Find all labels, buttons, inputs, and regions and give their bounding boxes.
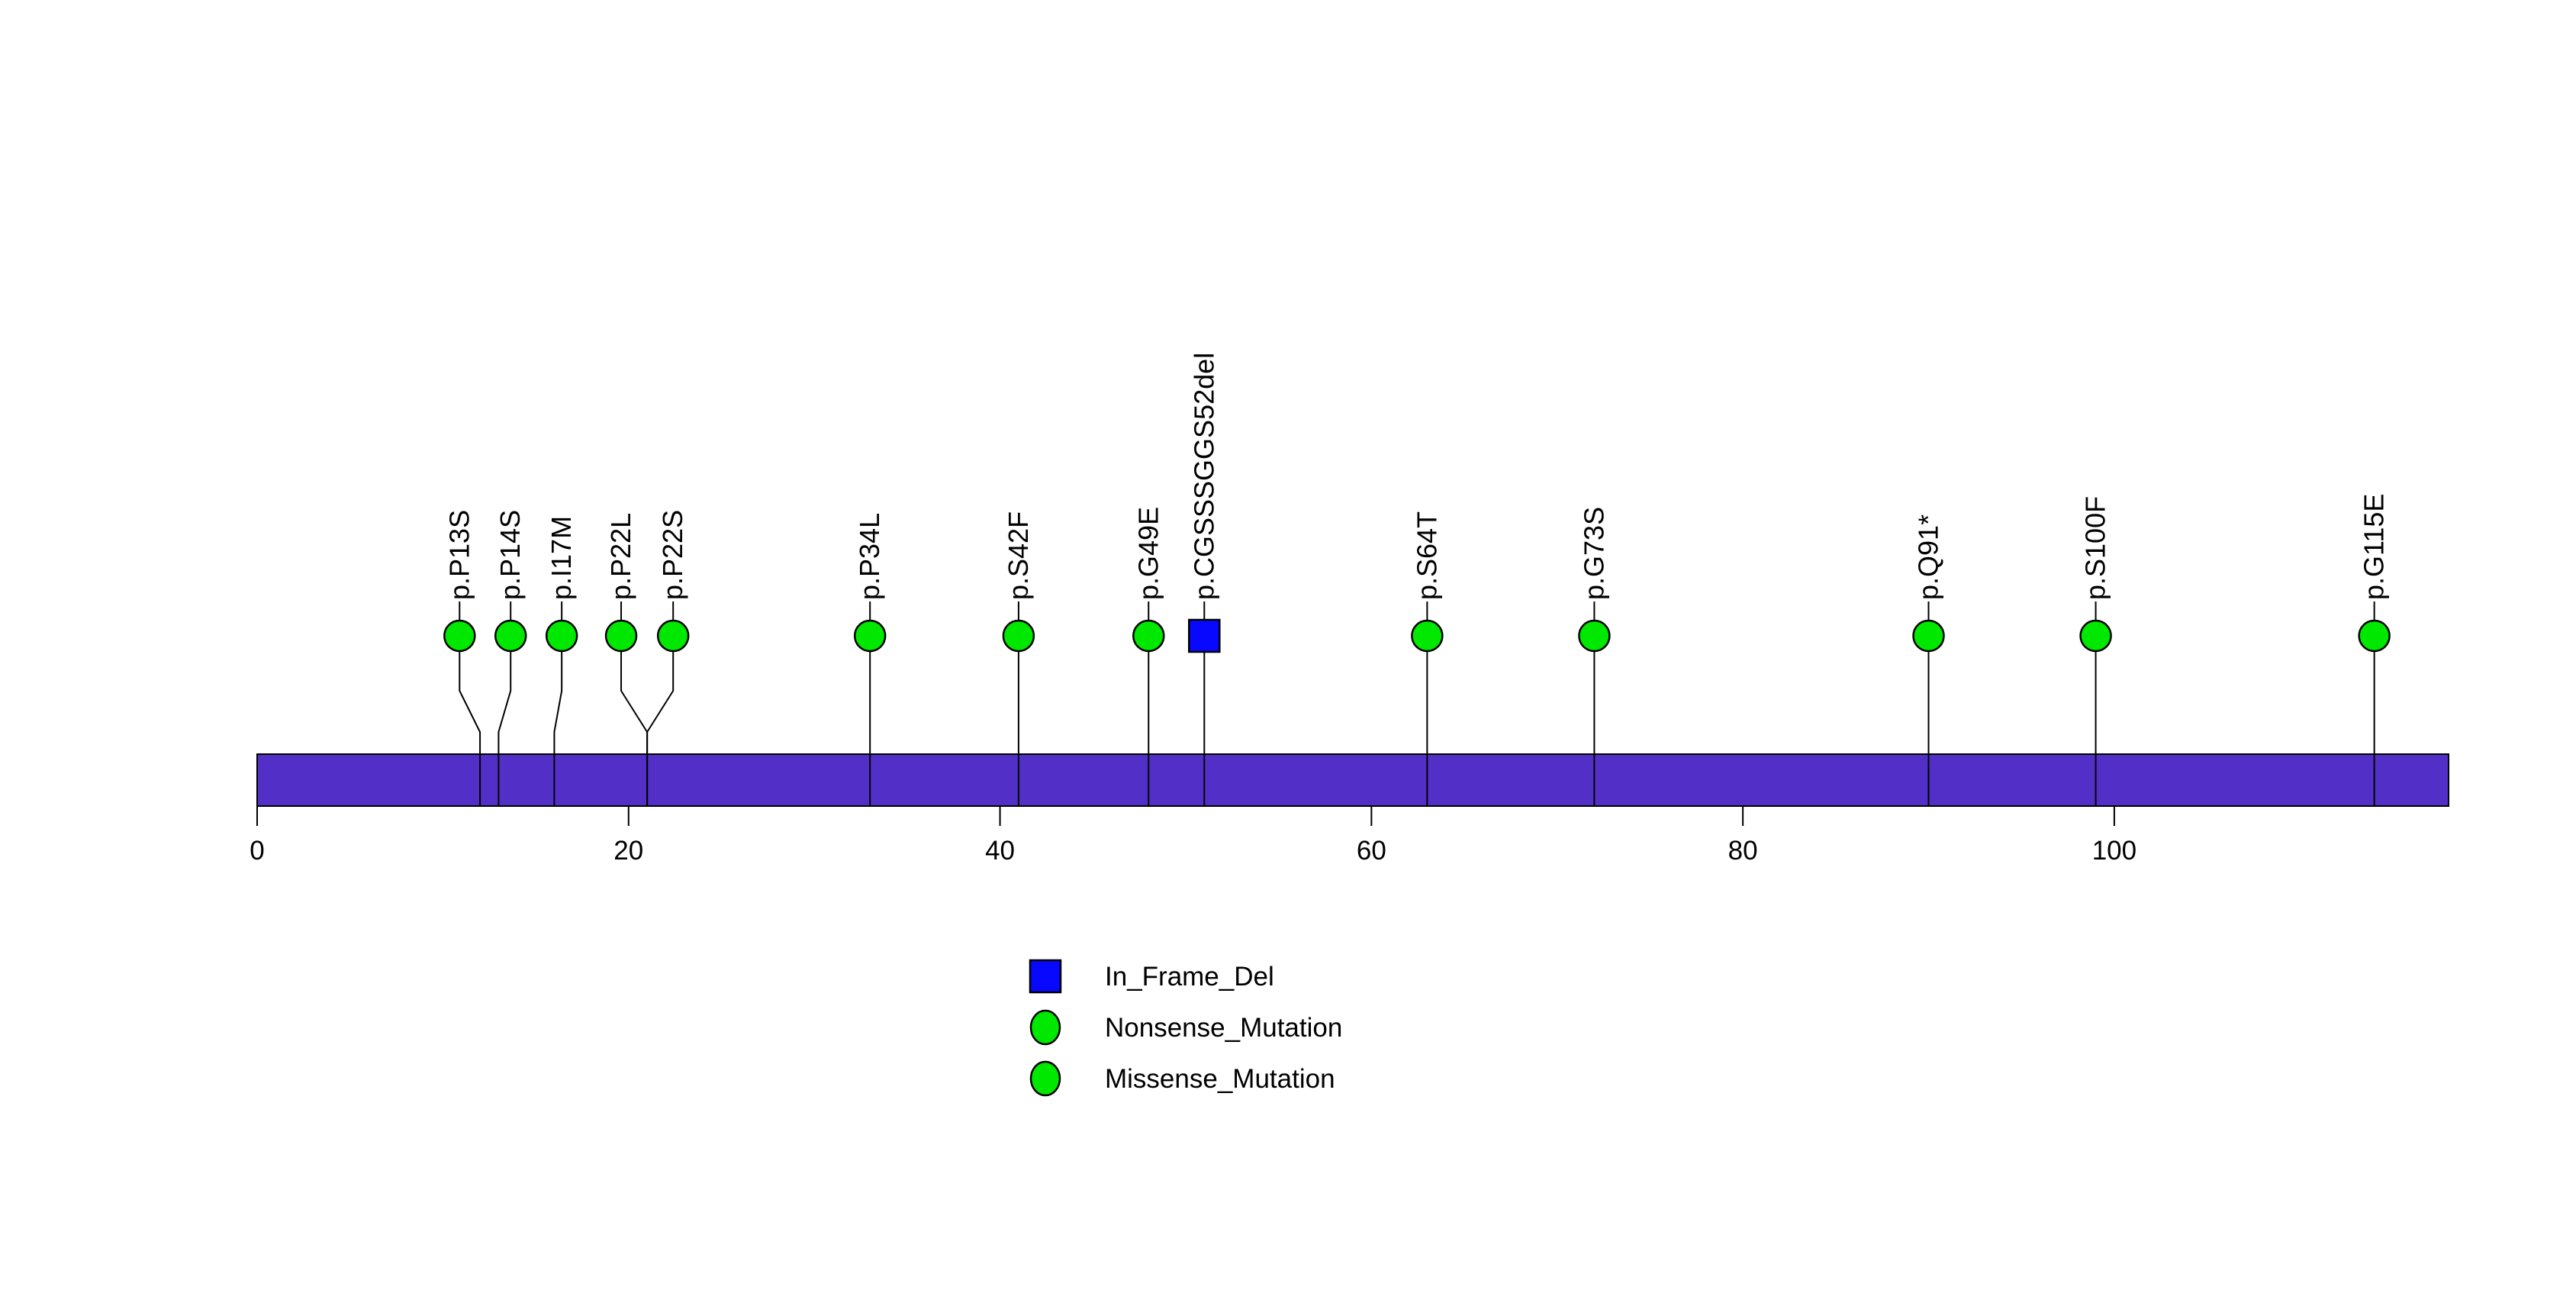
mutation-marker-circle: [494, 619, 527, 653]
legend-swatch-square: [1029, 959, 1062, 994]
mutation-label: p.P34L: [854, 513, 885, 600]
mutation-marker-circle: [604, 619, 638, 653]
mutation-marker-circle: [545, 619, 578, 653]
mutation-marker-circle: [1578, 619, 1611, 653]
mutation-label: p.Q91*: [1913, 514, 1944, 600]
mutation-marker-circle: [2079, 619, 2112, 653]
axis-tick-label: 20: [613, 836, 643, 866]
mutation-label: p.I17M: [546, 516, 577, 600]
mutation-marker-circle: [443, 619, 476, 653]
mutation-label: p.P13S: [443, 510, 475, 600]
mutation-marker-circle: [1912, 619, 1945, 653]
legend-label: Missense_Mutation: [1105, 1064, 1335, 1094]
mutation-label: p.P14S: [494, 510, 526, 600]
mutation-marker-circle: [1002, 619, 1035, 653]
mutation-label: p.S42F: [1003, 511, 1034, 600]
mutation-label: p.G49E: [1132, 507, 1164, 600]
axis-tick-label: 60: [1357, 836, 1386, 866]
axis-tick-label: 0: [250, 836, 264, 866]
legend-swatch-circle: [1029, 1060, 1061, 1097]
mutation-marker-circle: [1132, 619, 1165, 653]
protein-backbone: [256, 753, 2449, 807]
axis-tick-label: 80: [1728, 836, 1758, 866]
mutation-label: p.CGSSSGGS52del: [1188, 353, 1219, 600]
axis-tick-label: 40: [985, 836, 1015, 866]
axis-tick-label: 100: [2092, 836, 2136, 866]
legend-label: In_Frame_Del: [1105, 962, 1274, 992]
mutation-label: p.P22L: [605, 513, 636, 600]
legend-label: Nonsense_Mutation: [1105, 1013, 1342, 1043]
mutation-marker-square: [1188, 618, 1221, 653]
legend-swatch-circle: [1029, 1009, 1061, 1046]
mutation-marker-circle: [2358, 619, 2391, 653]
mutation-marker-circle: [656, 619, 690, 653]
mutation-marker-circle: [1411, 619, 1444, 653]
mutation-label: p.G73S: [1578, 507, 1609, 600]
mutation-label: p.G115E: [2359, 494, 2390, 600]
mutation-label: p.S64T: [1411, 511, 1442, 600]
mutation-marker-circle: [853, 619, 887, 653]
mutation-label: p.P22S: [657, 510, 688, 600]
mutation-label: p.S100F: [2080, 496, 2111, 600]
